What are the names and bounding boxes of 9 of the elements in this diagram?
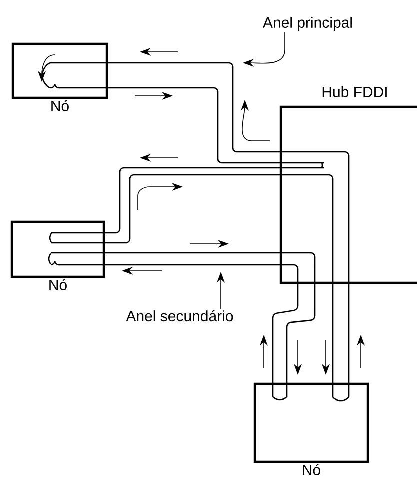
- node-label: Nó: [303, 464, 320, 476]
- station-box: Nó: [254, 382, 370, 476]
- ring-label: Anel secundário: [126, 310, 234, 322]
- station-box: Nó: [10, 220, 106, 290]
- node-label: Nó: [50, 279, 67, 290]
- ring-label: Anel principal: [263, 17, 352, 31]
- station-box: Nó: [12, 42, 108, 112]
- hub-box: Hub FDDI: [280, 86, 417, 284]
- node-label: Nó: [52, 100, 69, 112]
